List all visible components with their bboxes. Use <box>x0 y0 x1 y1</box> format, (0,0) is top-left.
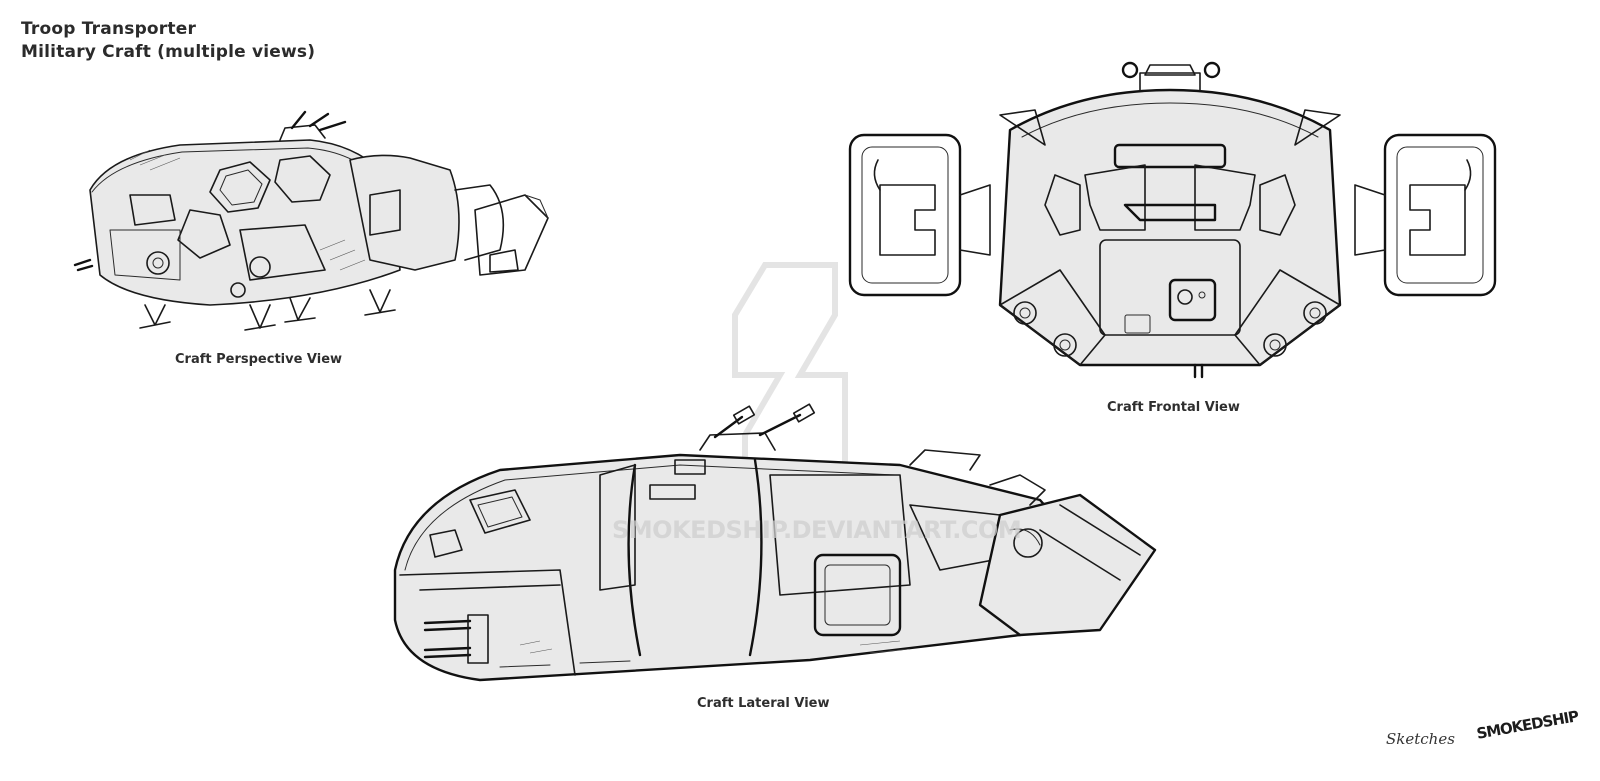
lateral-view-sketch <box>380 405 1160 690</box>
frontal-view-caption: Craft Frontal View <box>1107 400 1240 415</box>
page-title: Troop Transporter <box>21 19 197 39</box>
page-subtitle: Military Craft (multiple views) <box>21 42 316 62</box>
perspective-view-sketch <box>70 100 560 335</box>
lateral-view-caption: Craft Lateral View <box>697 696 830 711</box>
footer-sketches-label: Sketches <box>1386 730 1455 748</box>
watermark-text: SMOKEDSHIP.DEVIANTART.COM <box>612 516 1022 544</box>
artist-logo: SMOKEDSHIP <box>1475 707 1580 743</box>
title-block: Troop Transporter Military Craft (multip… <box>21 18 315 64</box>
frontal-view-sketch <box>840 55 1500 385</box>
perspective-view-caption: Craft Perspective View <box>175 352 343 367</box>
